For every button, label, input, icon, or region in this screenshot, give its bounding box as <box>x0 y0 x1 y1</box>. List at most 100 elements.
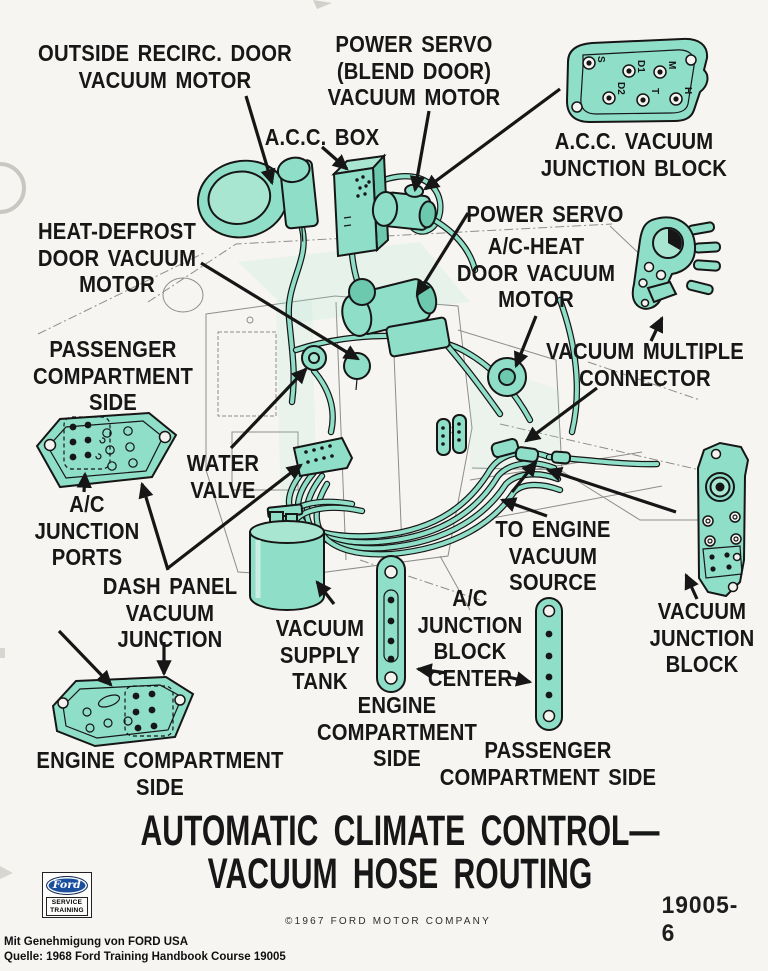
label-line: WATER <box>186 450 260 476</box>
outside-recirc-door-vacuum-motor <box>196 156 319 242</box>
part-number: 19005-6 <box>661 892 739 947</box>
label-line: CONNECTOR <box>579 364 711 391</box>
arrow-acc-box <box>320 145 349 171</box>
label-line: SOURCE <box>509 569 597 595</box>
scan-artifacts <box>0 0 332 879</box>
label-line: BLOCK <box>433 638 507 664</box>
label-power-servo-blend-door: POWER SERVO (BLEND DOOR) VACUUM MOTOR <box>328 31 501 111</box>
label-line: VACUUM MOTOR <box>78 66 252 93</box>
label-line: COMPARTMENT <box>32 362 194 389</box>
arrow-outside-recirc <box>244 95 276 186</box>
port-label-d1: D1 <box>635 60 646 73</box>
arrow-block-center-left <box>415 663 448 679</box>
port-label-s: S <box>595 56 606 63</box>
label-engine-compartment-side-mid: ENGINE COMPARTMENT SIDE <box>317 692 477 772</box>
arrow-to-engine-2 <box>510 460 538 493</box>
label-line: MOTOR <box>498 286 574 312</box>
label-line: A.C.C. VACUUM <box>554 128 714 154</box>
arrow-water-valve <box>229 367 308 450</box>
arrow-junction-block-to-assembly <box>545 466 677 514</box>
arrow-vacuum-multiple-up <box>649 315 664 342</box>
label-line: JUNCTION BLOCK <box>540 154 728 181</box>
label-line: VACUUM MOTOR <box>327 84 501 110</box>
label-line: VALVE <box>190 476 256 503</box>
copyright-notice: ©1967 FORD MOTOR COMPANY <box>285 916 491 927</box>
label-line: HEAT-DEFROST <box>37 218 197 244</box>
label-line: VACUUM <box>275 615 365 641</box>
ford-logo-subtext: SERVICE TRAINING <box>46 897 88 916</box>
label-line: A.C.C. BOX <box>264 124 380 150</box>
arrow-dash-panel-upright <box>167 463 303 570</box>
vacuum-multiple-connector <box>631 216 722 310</box>
label-line: SUPPLY <box>279 641 361 668</box>
label-line: JUNCTION <box>649 624 755 651</box>
arrow-power-servo-blend <box>409 110 431 193</box>
label-line: TANK <box>292 668 348 694</box>
label-power-servo: POWER SERVO <box>466 201 623 228</box>
label-line: ENGINE COMPARTMENT <box>36 747 284 773</box>
label-line: COMPARTMENT SIDE <box>439 763 657 790</box>
arrow-to-engine-1 <box>499 497 548 518</box>
engine-compartment-side-strip <box>376 555 406 693</box>
label-line: A/C-HEAT <box>487 233 585 259</box>
arrow-ac-ports-down <box>57 629 113 687</box>
label-line: DOOR VACUUM <box>456 259 616 286</box>
diagram-title: AUTOMATIC CLIMATE CONTROL— VACUUM HOSE R… <box>141 810 660 896</box>
label-line: PASSENGER <box>484 737 612 763</box>
ford-logo-sub-line: TRAINING <box>50 906 84 914</box>
port-label-h: H <box>682 87 693 94</box>
label-line: VACUUM <box>508 542 598 569</box>
label-line: CENTER <box>427 664 513 691</box>
label-line: ENGINE <box>357 692 437 718</box>
label-dash-panel-vacuum-junction: DASH PANEL VACUUM JUNCTION <box>103 573 237 653</box>
label-acc-vacuum-junction-block: A.C.C. VACUUM JUNCTION BLOCK <box>541 128 727 181</box>
label-engine-compartment-side-bottomleft: ENGINE COMPARTMENT SIDE <box>36 747 283 800</box>
label-passenger-compartment-side: PASSENGER COMPARTMENT SIDE <box>33 336 193 416</box>
label-to-engine-vacuum-source: TO ENGINE VACUUM SOURCE <box>495 516 610 596</box>
passenger-compartment-side-strip <box>535 597 563 731</box>
label-line: DASH PANEL <box>102 573 238 599</box>
label-ac-junction-block-center: A/C JUNCTION BLOCK CENTER <box>418 585 523 691</box>
power-servo-blend-door-vacuum-motor <box>371 183 437 231</box>
arrow-heat-defrost <box>200 261 360 361</box>
label-vacuum-supply-tank: VACUUM SUPPLY TANK <box>276 615 364 695</box>
label-line: SIDE <box>136 773 184 800</box>
label-line: POWER SERVO <box>466 201 624 227</box>
label-water-valve: WATER VALVE <box>187 450 259 503</box>
arrow-block-center-right <box>507 671 533 687</box>
permission-caption: Mit Genehmigung von FORD USA <box>4 936 188 948</box>
engine-compartment-side-plate <box>51 675 195 748</box>
label-acc-box: A.C.C. BOX <box>265 124 380 151</box>
acc-block-ports: S D2 D1 T M H <box>582 56 693 107</box>
arrow-acc-junction-to-assembly <box>423 87 561 191</box>
label-line: JUNCTION <box>117 626 223 652</box>
label-line: PORTS <box>51 544 123 570</box>
hose-right-vertical <box>556 296 581 436</box>
label-line: DOOR VACUUM <box>37 244 197 271</box>
ford-logo-script: Ford <box>52 880 82 891</box>
label-line: SIDE <box>89 389 137 415</box>
vacuum-supply-tank <box>249 503 325 612</box>
label-line: JUNCTION <box>417 611 523 638</box>
arrow-ac-heat-door <box>513 315 538 369</box>
port-label-m: M <box>666 61 677 69</box>
arrow-vacuum-multiple-down <box>524 386 598 443</box>
hose-water-valve-drop <box>310 367 336 436</box>
ford-service-training-logo: Ford SERVICE TRAINING <box>42 872 92 918</box>
port-label-d2: D2 <box>615 82 626 95</box>
vacuum-junction-block <box>696 441 750 598</box>
label-line: PASSENGER <box>49 336 177 362</box>
label-line: POWER SERVO <box>335 31 493 57</box>
label-line: VACUUM <box>125 599 215 626</box>
source-caption: Quelle: 1968 Ford Training Handbook Cour… <box>4 951 286 963</box>
arrow-vacuum-supply-tank <box>315 580 336 605</box>
label-line: A/C <box>69 491 105 517</box>
label-line: A/C <box>452 585 488 611</box>
acc-vacuum-junction-block: S D2 D1 T M H <box>565 37 709 124</box>
label-line: TO ENGINE <box>495 516 611 542</box>
arrow-vacuum-junction-block <box>684 572 699 600</box>
label-line: OUTSIDE RECIRC. DOOR <box>38 40 292 66</box>
label-line: JUNCTION <box>34 517 140 544</box>
label-line: (BLEND DOOR) <box>336 57 492 84</box>
